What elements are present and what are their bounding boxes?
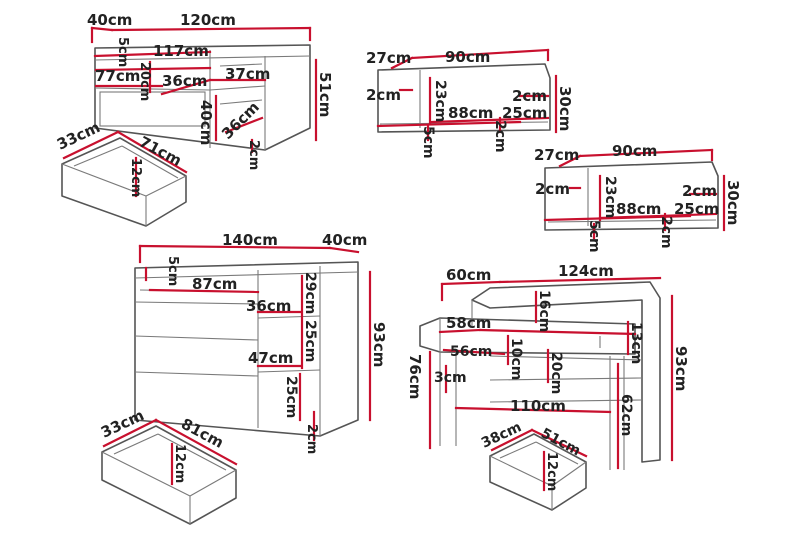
- desk-width-label: 124cm: [558, 262, 614, 280]
- sideboard-compartment-height-label: 40cm: [197, 100, 215, 145]
- sideboard-drawer-height-label: 20cm: [137, 62, 152, 101]
- desk-124-drawer-drawing: [489, 433, 587, 511]
- shelf-top-inner-depth-label: 25cm: [502, 104, 547, 122]
- desk-top-gap-label: 16cm: [536, 290, 552, 332]
- sideboard-120-dimension-lines: [90, 26, 318, 154]
- shelf-bottom-inner-width-label: 88cm: [616, 200, 661, 218]
- desk-top-depth-label: 58cm: [446, 314, 491, 332]
- shelf-top-dimension-lines: [376, 48, 558, 142]
- shelf-top-bottom-edge-label: 2cm: [492, 120, 508, 153]
- sideboard-top-thickness-label: 5cm: [115, 37, 130, 67]
- sideboard-drawer-width-label: 77cm: [95, 67, 140, 85]
- desk-drawer-height-label: 20cm: [548, 352, 564, 394]
- shelf-bottom-right-thickness-label: 2cm: [682, 182, 717, 200]
- shelf-bottom-dimension-lines: [543, 148, 726, 240]
- chest-leg-label: 2cm: [304, 424, 319, 454]
- desk-height-label: 93cm: [672, 346, 690, 391]
- shelf-bottom-bottom-thickness-label: 5cm: [586, 220, 602, 253]
- desk-drawer-depth-dim: 38cm: [479, 419, 524, 451]
- sideboard-depth-label: 40cm: [87, 11, 132, 29]
- sideboard-compartment-width-label: 37cm: [225, 65, 270, 83]
- chest-upper-compartment-height-label: 29cm: [302, 272, 318, 314]
- sideboard-120-drawer-drawing: [61, 137, 187, 227]
- desk-inner-height-label: 62cm: [618, 394, 634, 436]
- shelf-bottom-width-label: 90cm: [612, 142, 657, 160]
- desk-inner-width-label: 110cm: [510, 397, 566, 415]
- chest-lower-compartment-height-label: 25cm: [283, 376, 299, 418]
- sideboard-width-label: 120cm: [180, 11, 236, 29]
- chest-width-label: 140cm: [222, 231, 278, 249]
- chest-drawer-width-label: 87cm: [192, 275, 237, 293]
- desk-side-thickness-label: 3cm: [434, 370, 467, 386]
- shelf-top-right-thickness-label: 2cm: [512, 87, 547, 105]
- shelf-top-bottom-thickness-label: 5cm: [420, 126, 436, 159]
- chest-140-drawing: [134, 261, 359, 437]
- sideboard-120-drawer-dimension-lines: [62, 130, 188, 198]
- chest-140-dimension-lines: [138, 244, 372, 442]
- sideboard-leg-label: 2cm: [246, 140, 261, 170]
- shelf-bottom-depth-label: 27cm: [534, 146, 579, 164]
- shelf-top-side-thickness-label: 2cm: [366, 86, 401, 104]
- chest-top-thickness-label: 5cm: [165, 256, 180, 286]
- shelf-bottom-inner-depth-label: 25cm: [674, 200, 719, 218]
- desk-top-height-label: 76cm: [406, 354, 424, 399]
- sideboard-inner-width-label: 117cm: [153, 42, 209, 60]
- desk-124-drawer-dimension-lines: [490, 428, 588, 492]
- desk-drawer-height-dim: 12cm: [544, 452, 559, 491]
- sideboard-drawer-height-dim: 12cm: [128, 158, 143, 197]
- chest-depth-label: 40cm: [322, 231, 367, 249]
- chest-compartment-width-label: 47cm: [248, 349, 293, 367]
- shelf-top-depth-label: 27cm: [366, 49, 411, 67]
- desk-124-dimension-lines: [428, 276, 674, 470]
- shelf-top-width-label: 90cm: [445, 48, 490, 66]
- desk-depth-label: 60cm: [446, 266, 491, 284]
- sideboard-drawer-depth-label: 36cm: [162, 72, 207, 90]
- chest-140-drawer-drawing: [101, 425, 237, 525]
- chest-compartment-depth-label: 36cm: [246, 297, 291, 315]
- chest-drawer-height-dim: 12cm: [172, 444, 187, 483]
- shelf-bottom-height-label: 30cm: [724, 180, 742, 225]
- shelf-bottom-inner-height-label: 23cm: [602, 176, 618, 218]
- chest-140-drawer-dimension-lines: [102, 418, 238, 486]
- shelf-bottom-bottom-edge-label: 2cm: [658, 216, 674, 249]
- desk-top-thickness-label: 13cm: [628, 322, 644, 364]
- sideboard-120-drawing: [94, 44, 311, 151]
- sideboard-height-label: 51cm: [316, 72, 334, 117]
- chest-middle-compartment-height-label: 25cm: [302, 320, 318, 362]
- shelf-top-inner-height-label: 23cm: [432, 80, 448, 122]
- shelf-top-inner-width-label: 88cm: [448, 104, 493, 122]
- chest-height-label: 93cm: [370, 322, 388, 367]
- desk-drawer-front-height-label: 10cm: [508, 338, 524, 380]
- desk-drawer-depth-label: 56cm: [450, 344, 492, 360]
- shelf-top-height-label: 30cm: [556, 86, 574, 131]
- shelf-bottom-side-thickness-label: 2cm: [535, 180, 570, 198]
